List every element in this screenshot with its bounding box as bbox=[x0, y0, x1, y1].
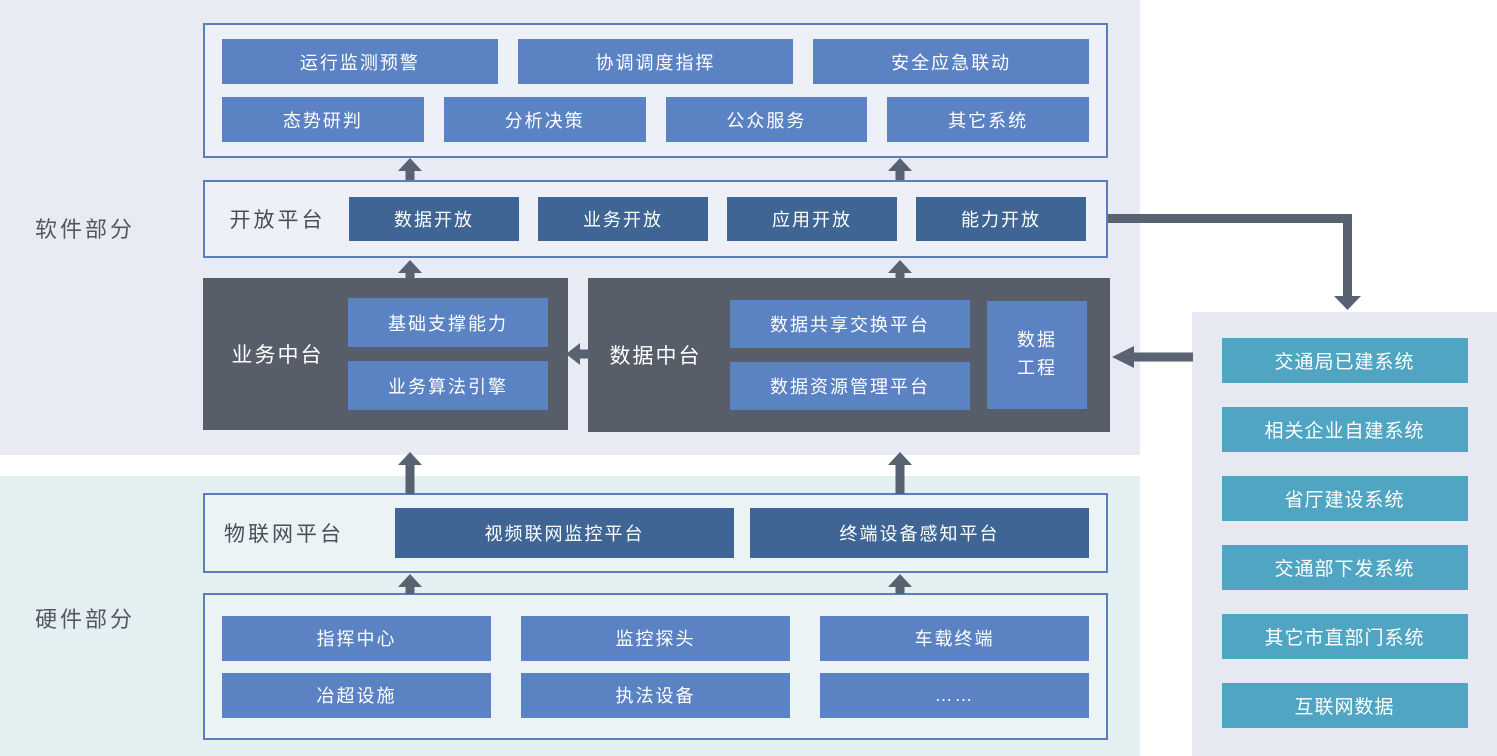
external-system-ministry-issued: 交通部下发系统 bbox=[1221, 545, 1468, 590]
external-system-transport-bureau-built: 交通局已建系统 bbox=[1221, 338, 1468, 383]
device-box-vehicle-terminal: 车载终端 bbox=[820, 615, 1089, 661]
app-box-operation-monitoring: 运行监测预警 bbox=[222, 39, 498, 84]
open-box-application-opening: 应用开放 bbox=[727, 197, 897, 241]
device-box-law-enforcement-equipment: 执法设备 bbox=[521, 672, 790, 718]
data-middle-platform-box: 数据中台 数据共享交换平台 数据资源管理平台 数据 工程 bbox=[588, 278, 1110, 432]
biz-box-algorithm-engine: 业务算法引擎 bbox=[348, 361, 548, 410]
application-row-1: 运行监测预警 协调调度指挥 安全应急联动 bbox=[222, 39, 1090, 84]
device-box-overload-control-facility: 冶超设施 bbox=[222, 672, 491, 718]
data-middle-platform-label: 数据中台 bbox=[609, 345, 702, 368]
arrow-elbow-open-to-external bbox=[1108, 214, 1361, 310]
external-system-other-municipal-departments: 其它市直部门系统 bbox=[1221, 614, 1468, 659]
iot-platform-box: 物联网平台 视频联网监控平台 终端设备感知平台 bbox=[203, 493, 1108, 573]
hardware-section-label: 硬件部分 bbox=[34, 607, 135, 632]
app-box-other-systems: 其它系统 bbox=[887, 97, 1089, 142]
open-box-data-opening: 数据开放 bbox=[349, 197, 519, 241]
open-box-capability-opening: 能力开放 bbox=[916, 197, 1086, 241]
app-box-decision-analysis: 分析决策 bbox=[443, 97, 646, 142]
business-middle-platform-box: 业务中台 基础支撑能力 业务算法引擎 bbox=[203, 278, 568, 430]
device-row-1: 指挥中心 监控探头 车载终端 bbox=[222, 615, 1089, 661]
iot-box-terminal-device-sensing: 终端设备感知平台 bbox=[750, 508, 1089, 558]
app-box-situation-analysis: 态势研判 bbox=[222, 97, 424, 142]
business-middle-platform-label: 业务中台 bbox=[231, 344, 324, 367]
data-box-resource-management-platform: 数据资源管理平台 bbox=[730, 362, 970, 410]
app-box-public-service: 公众服务 bbox=[665, 97, 868, 142]
external-system-enterprise-self-built: 相关企业自建系统 bbox=[1221, 407, 1468, 452]
open-box-business-opening: 业务开放 bbox=[538, 197, 708, 241]
external-system-provincial-department: 省厅建设系统 bbox=[1221, 476, 1468, 521]
application-row-2: 态势研判 分析决策 公众服务 其它系统 bbox=[222, 97, 1089, 142]
iot-box-video-network-monitoring: 视频联网监控平台 bbox=[395, 508, 734, 558]
device-row-2: 冶超设施 执法设备 …… bbox=[222, 672, 1089, 718]
application-layer-box: 运行监测预警 协调调度指挥 安全应急联动 态势研判 分析决策 公众服务 其它系统 bbox=[203, 23, 1108, 158]
device-box-ellipsis: …… bbox=[820, 672, 1089, 718]
data-middle-platform-items: 数据共享交换平台 数据资源管理平台 bbox=[730, 300, 970, 410]
business-middle-platform-items: 基础支撑能力 业务算法引擎 bbox=[348, 298, 548, 410]
open-platform-box: 开放平台 数据开放 业务开放 应用开放 能力开放 bbox=[203, 180, 1108, 258]
data-box-sharing-exchange-platform: 数据共享交换平台 bbox=[730, 300, 970, 348]
data-box-data-engineering: 数据 工程 bbox=[987, 301, 1087, 409]
biz-box-basic-support: 基础支撑能力 bbox=[348, 298, 548, 347]
external-systems-panel: 交通局已建系统 相关企业自建系统 省厅建设系统 交通部下发系统 其它市直部门系统… bbox=[1192, 312, 1497, 756]
device-layer-box: 指挥中心 监控探头 车载终端 冶超设施 执法设备 …… bbox=[203, 593, 1108, 740]
external-system-internet-data: 互联网数据 bbox=[1221, 683, 1468, 728]
device-box-monitoring-camera: 监控探头 bbox=[521, 615, 790, 661]
software-section-label: 软件部分 bbox=[34, 217, 135, 242]
iot-platform-label: 物联网平台 bbox=[224, 523, 344, 546]
open-platform-label: 开放平台 bbox=[229, 209, 326, 232]
app-box-coordination-dispatch: 协调调度指挥 bbox=[517, 39, 794, 84]
device-box-command-center: 指挥中心 bbox=[222, 615, 491, 661]
app-box-safety-emergency: 安全应急联动 bbox=[813, 39, 1090, 84]
